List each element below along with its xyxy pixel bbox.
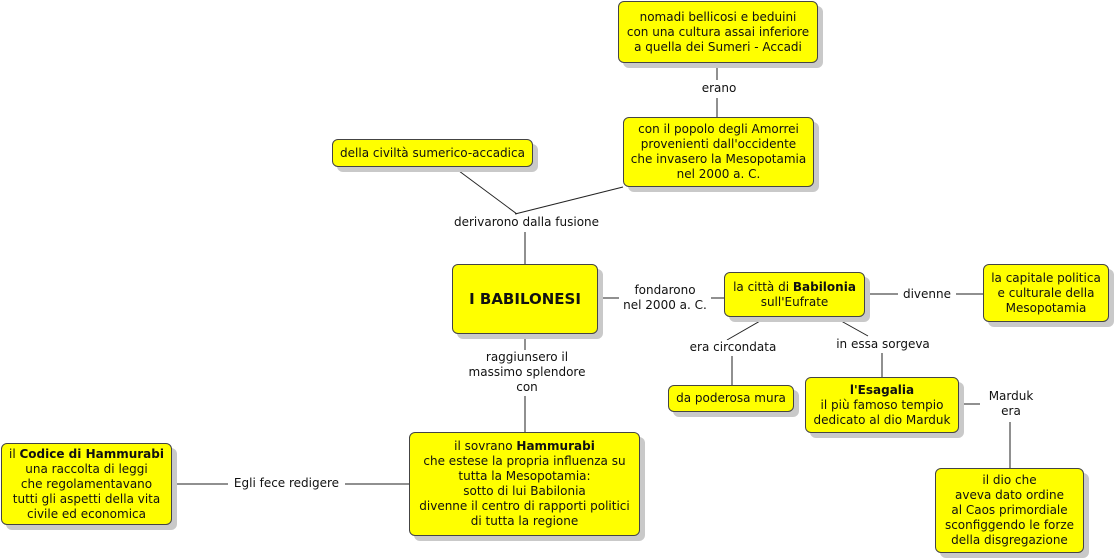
- node-text-part: la città di: [733, 279, 793, 294]
- node-text-bold: l'Esagalia: [849, 382, 915, 397]
- link-label-text: in essa sorgeva: [836, 337, 930, 351]
- node-text-part: il: [9, 446, 20, 461]
- link-label-text: Marduk: [988, 389, 1034, 403]
- node-text: che regolamentavano: [20, 476, 153, 491]
- link-label-divenne: divenne: [898, 287, 956, 302]
- node-text-bold: Babilonia: [792, 279, 856, 294]
- node-text: una raccolta di leggi: [25, 461, 148, 476]
- node-text: e culturale della: [997, 285, 1095, 300]
- link-label-erano: erano: [697, 81, 741, 96]
- node-text: della civiltà sumerico-accadica: [340, 145, 525, 160]
- node-esagalia[interactable]: l'Esagalia il più famoso tempio dedicato…: [805, 377, 959, 433]
- node-text: con una cultura assai inferiore: [626, 24, 810, 39]
- node-dio[interactable]: il dio che aveva dato ordine al Caos pri…: [935, 468, 1084, 553]
- node-text: da poderosa mura: [676, 391, 786, 405]
- main-title: I BABILONESI: [469, 289, 581, 308]
- link-label-text: era: [1001, 404, 1021, 418]
- link-label-text: massimo splendore: [468, 365, 586, 379]
- node-text: tutti gli aspetti della vita: [12, 491, 161, 506]
- node-sumerica[interactable]: della civiltà sumerico-accadica: [332, 139, 533, 167]
- node-capitale[interactable]: la capitale politica e culturale della M…: [983, 264, 1109, 322]
- node-text: provenienti dall'occidente: [640, 137, 797, 151]
- link-label-marduk: Marduk era: [980, 389, 1042, 419]
- node-text: civile ed economica: [27, 506, 146, 521]
- connector-line: [514, 186, 624, 215]
- node-text: che invasero la Mesopotamia: [630, 152, 807, 166]
- node-text-part: il sovrano: [454, 439, 517, 453]
- node-text: nomadi bellicosi e beduini: [639, 9, 797, 24]
- node-nomadi[interactable]: nomadi bellicosi e beduini con una cultu…: [618, 1, 818, 63]
- link-label-derivarono: derivarono dalla fusione: [449, 215, 604, 230]
- node-text: divenne il centro di rapporti politici: [419, 499, 630, 513]
- link-label-text: Egli fece redigere: [233, 476, 340, 490]
- node-babilonesi-main[interactable]: I BABILONESI: [452, 264, 598, 334]
- link-label-text: divenne: [902, 287, 952, 301]
- node-babilonia[interactable]: la città di Babilonia sull'Eufrate: [724, 272, 865, 317]
- connector-line: [726, 316, 768, 341]
- node-text: il Codice di Hammurabi: [9, 447, 164, 462]
- node-text: aveva dato ordine: [955, 488, 1064, 502]
- link-label-redigere: Egli fece redigere: [228, 476, 345, 491]
- node-text: sotto di lui Babilonia: [463, 484, 586, 498]
- link-label-text: nel 2000 a. C.: [623, 298, 707, 312]
- node-text: della disgregazione: [951, 533, 1068, 547]
- node-text: al Caos primordiale: [951, 503, 1068, 517]
- link-label-fondarono: fondarono nel 2000 a. C.: [619, 283, 711, 313]
- node-text: nel 2000 a. C.: [676, 167, 761, 181]
- link-label-text: raggiunsero il: [485, 350, 569, 364]
- node-text: il sovrano Hammurabi: [454, 439, 595, 454]
- node-mura[interactable]: da poderosa mura: [668, 385, 794, 412]
- node-text: la città di Babilonia: [733, 280, 856, 295]
- node-amorrei[interactable]: con il popolo degli Amorrei provenienti …: [623, 117, 814, 187]
- node-text: con il popolo degli Amorrei: [638, 122, 799, 136]
- node-text: di tutta la regione: [470, 514, 579, 528]
- connector-line: [454, 167, 518, 215]
- node-hammurabi[interactable]: il sovrano Hammurabi che estese la propr…: [409, 432, 640, 536]
- node-text: a quella dei Sumeri - Accadi: [634, 39, 802, 54]
- node-text: la capitale politica: [991, 270, 1101, 285]
- node-text: tutta la Mesopotamia:: [458, 469, 591, 483]
- link-label-circondata: era circondata: [683, 340, 783, 355]
- link-label-sorgeva: in essa sorgeva: [829, 337, 937, 352]
- node-text: sull'Eufrate: [760, 294, 829, 309]
- node-text-bold: Hammurabi: [516, 439, 595, 453]
- connector-line: [833, 316, 869, 337]
- link-label-text: con: [516, 380, 538, 394]
- node-text: dedicato al dio Marduk: [813, 412, 951, 427]
- link-label-text: erano: [701, 81, 737, 95]
- link-label-text: derivarono dalla fusione: [453, 215, 600, 229]
- link-label-text: fondarono: [634, 283, 696, 297]
- link-label-text: era circondata: [689, 340, 777, 354]
- node-text: sconfiggendo le forze: [944, 518, 1075, 532]
- node-text: il dio che: [982, 473, 1037, 487]
- node-text: il più famoso tempio: [820, 397, 944, 412]
- link-label-raggiunsero: raggiunsero il massimo splendore con: [461, 350, 593, 395]
- node-text: che estese la propria influenza su: [423, 454, 626, 468]
- node-text-bold: Codice di Hammurabi: [19, 446, 164, 461]
- node-codice[interactable]: il Codice di Hammurabi una raccolta di l…: [1, 443, 172, 525]
- node-text: Mesopotamia: [1005, 300, 1087, 315]
